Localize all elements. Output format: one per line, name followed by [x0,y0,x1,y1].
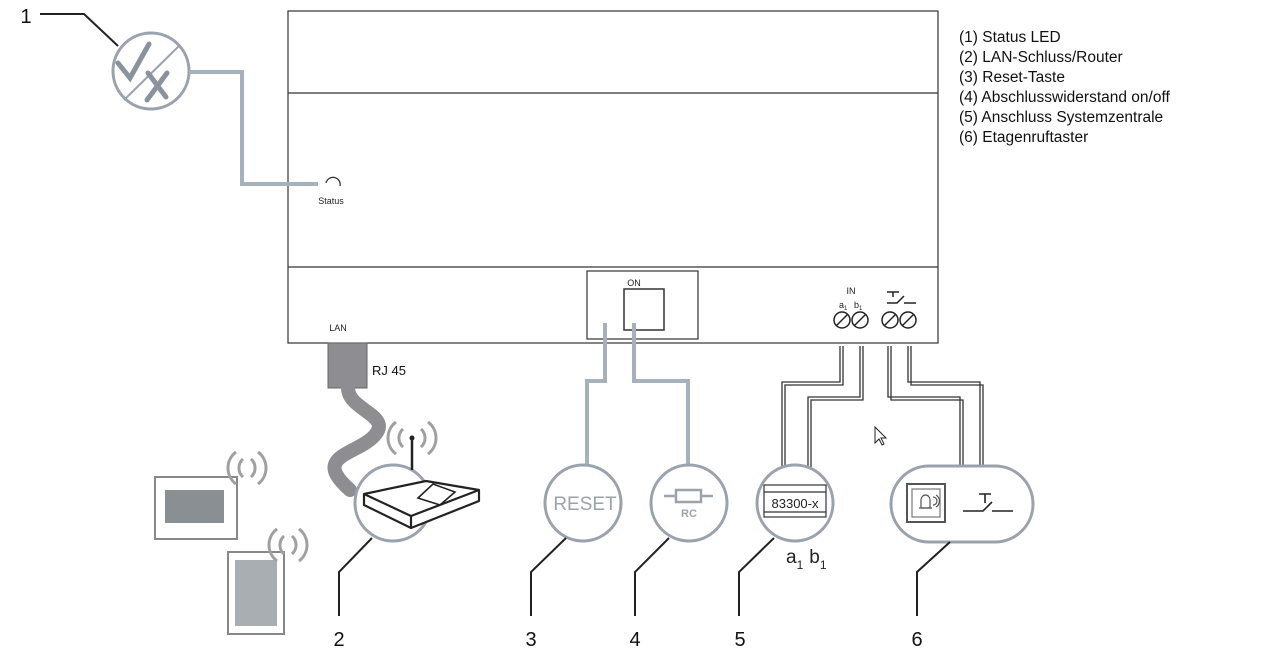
terminal-block: IN a1 b1 [833,286,917,329]
router-icon [362,435,481,530]
tablet-screen [165,490,224,523]
module-text: 83300-x [772,496,819,511]
bus-wires [781,346,864,468]
phone-wifi-icon [267,527,309,563]
terminal-a1-label: a1 [839,300,848,312]
callout-number-2: 2 [333,629,344,651]
resistor-icon [664,488,713,504]
legend-item-floor-call: (6) Etagenruftaster [959,129,1089,146]
rc-bubble: RC [649,463,729,543]
legend-item-reset: (3) Reset-Taste [959,69,1065,86]
phone-screen [235,560,277,626]
phone-device [227,527,309,635]
legend-item-system-central: (5) Anschluss Systemzentrale [959,109,1164,126]
callout-number-3: 3 [525,629,536,651]
legend-item-status-led: (1) Status LED [959,29,1061,46]
bell-icon [919,494,940,509]
floor-call-wires [887,346,984,468]
terminal-b1-label: b1 [854,300,863,312]
tablet-device [154,450,268,540]
tablet-wifi-icon [226,450,268,486]
callout-4: 4 [629,537,670,651]
reset-wire [585,323,607,465]
lan-label: LAN [329,323,347,333]
callout-2: 2 [333,537,373,651]
status-label: Status [318,196,344,206]
pushbutton-symbol [963,493,1013,512]
floor-call-bubble [889,464,1035,544]
in-label: IN [847,286,856,296]
screw-terminals [833,311,917,329]
callout-3: 3 [525,537,567,651]
cross-icon [144,70,170,103]
check-icon [115,41,152,83]
reset-bubble: RESET [543,463,623,543]
router-wifi-icon [386,420,438,456]
callout-number-1: 1 [20,6,31,28]
on-label: ON [627,278,641,288]
callout-5: 5 [734,537,775,651]
mouse-cursor-icon [874,425,888,446]
termination-switch [623,288,665,331]
reset-text: RESET [553,494,617,515]
callout-6: 6 [911,541,951,651]
lan-cable [327,381,386,497]
rc-wire [632,323,690,465]
legend-item-lan: (2) LAN-Schluss/Router [959,49,1123,66]
legend: (1) Status LED (2) LAN-Schluss/Router (3… [959,28,1170,148]
callout-number-6: 6 [911,629,922,651]
callout-number-4: 4 [629,629,640,651]
legend-item-termination: (4) Abschlusswiderstand on/off [959,89,1170,106]
rj45-label: RJ 45 [372,363,406,378]
status-led: Status [318,176,344,206]
router-bubble [353,420,481,543]
callout-number-5: 5 [734,629,745,651]
callout-1: 1 [20,6,318,186]
button-symbol-small [887,291,916,304]
lan-port: LAN RJ 45 [327,323,406,497]
rc-text: RC [681,508,697,520]
